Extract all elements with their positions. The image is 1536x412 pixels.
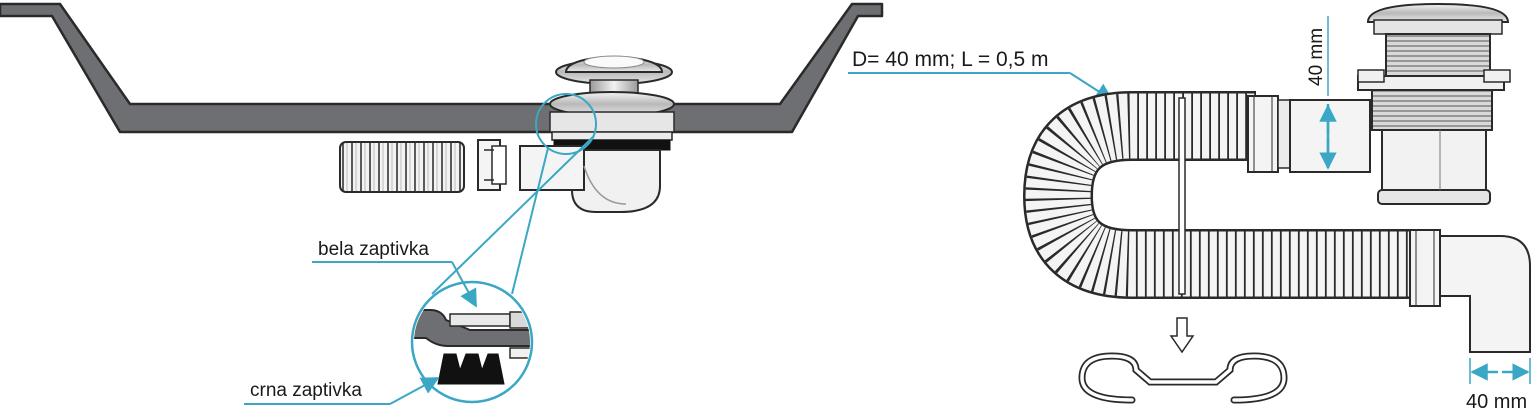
outlet-dimension: 40 mm	[1466, 358, 1531, 412]
label-white-gasket: bela zaptivka	[312, 239, 477, 308]
outlet-dim-text: 40 mm	[1466, 391, 1527, 412]
height-dimension: 40 mm	[1306, 16, 1337, 170]
hose-clip-detail	[1078, 352, 1288, 404]
white-gasket-text: bela zaptivka	[318, 239, 429, 260]
label-black-gasket: crna zaptivka	[244, 377, 440, 405]
gasket-detail-magnified	[410, 280, 534, 404]
height-dim-text: 40 mm	[1306, 28, 1327, 86]
black-gasket-text: crna zaptivka	[250, 380, 362, 401]
hose-spec-text: D= 40 mm; L = 0,5 m	[852, 48, 1048, 71]
hose-coupling-nut-top	[1247, 95, 1291, 173]
bathtub-section	[0, 2, 884, 134]
hose-clip-wire	[1178, 97, 1186, 295]
callout-connector-2	[431, 135, 595, 295]
label-hose-spec: D= 40 mm; L = 0,5 m	[848, 48, 1114, 101]
u-shaped-corrugated-hose	[1022, 91, 1418, 299]
clip-detail-arrow	[1169, 317, 1195, 354]
waste-side-pipe	[1289, 99, 1371, 173]
coupling-nut	[477, 139, 507, 191]
detail-callout-circle	[535, 93, 597, 155]
waste-body	[1357, 2, 1511, 205]
callout-connector-1	[511, 147, 549, 295]
drain-plug-waste	[519, 55, 675, 213]
corrugated-hose-piece	[339, 141, 465, 193]
outlet-elbow	[1409, 229, 1531, 353]
